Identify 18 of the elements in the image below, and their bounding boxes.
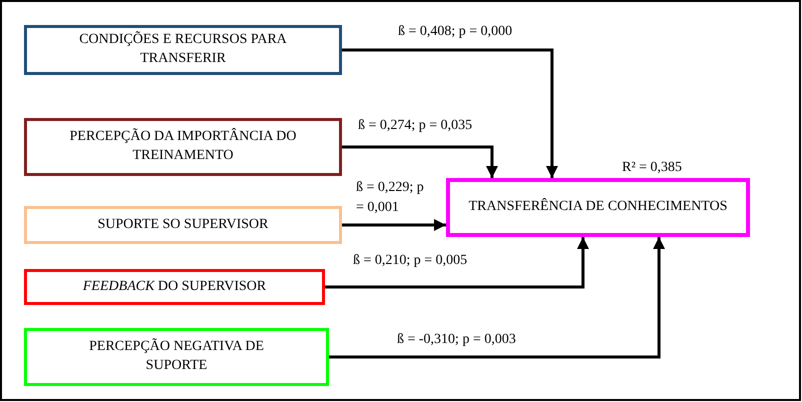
node-label: SUPORTE SO SUPERVISOR: [96, 216, 270, 234]
node-label: FEEDBACK DO SUPERVISOR: [82, 278, 268, 296]
arrow: [342, 48, 558, 178]
variable-box: [24, 269, 325, 305]
variable-box: [446, 178, 750, 237]
arrow: [342, 219, 446, 231]
edge-label: ß = 0,229; p = 0,001: [356, 179, 425, 218]
variable-box: [24, 25, 342, 75]
variable-box: [24, 118, 342, 176]
arrow: [329, 237, 665, 358]
arrow: [325, 237, 589, 288]
node-label: PERCEPÇÃO NEGATIVA DE SUPORTE: [88, 338, 265, 375]
variable-box: [24, 206, 342, 244]
node-label: PERCEPÇÃO DA IMPORTÂNCIA DO TREINAMENTO: [68, 128, 298, 165]
node-label: CONDIÇÕES E RECURSOS PARA TRANSFERIR: [78, 31, 288, 68]
node-label: TRANSFERÊNCIA DE CONHECIMENTOS: [468, 198, 728, 216]
variable-box: [24, 328, 329, 386]
arrow: [342, 146, 498, 178]
